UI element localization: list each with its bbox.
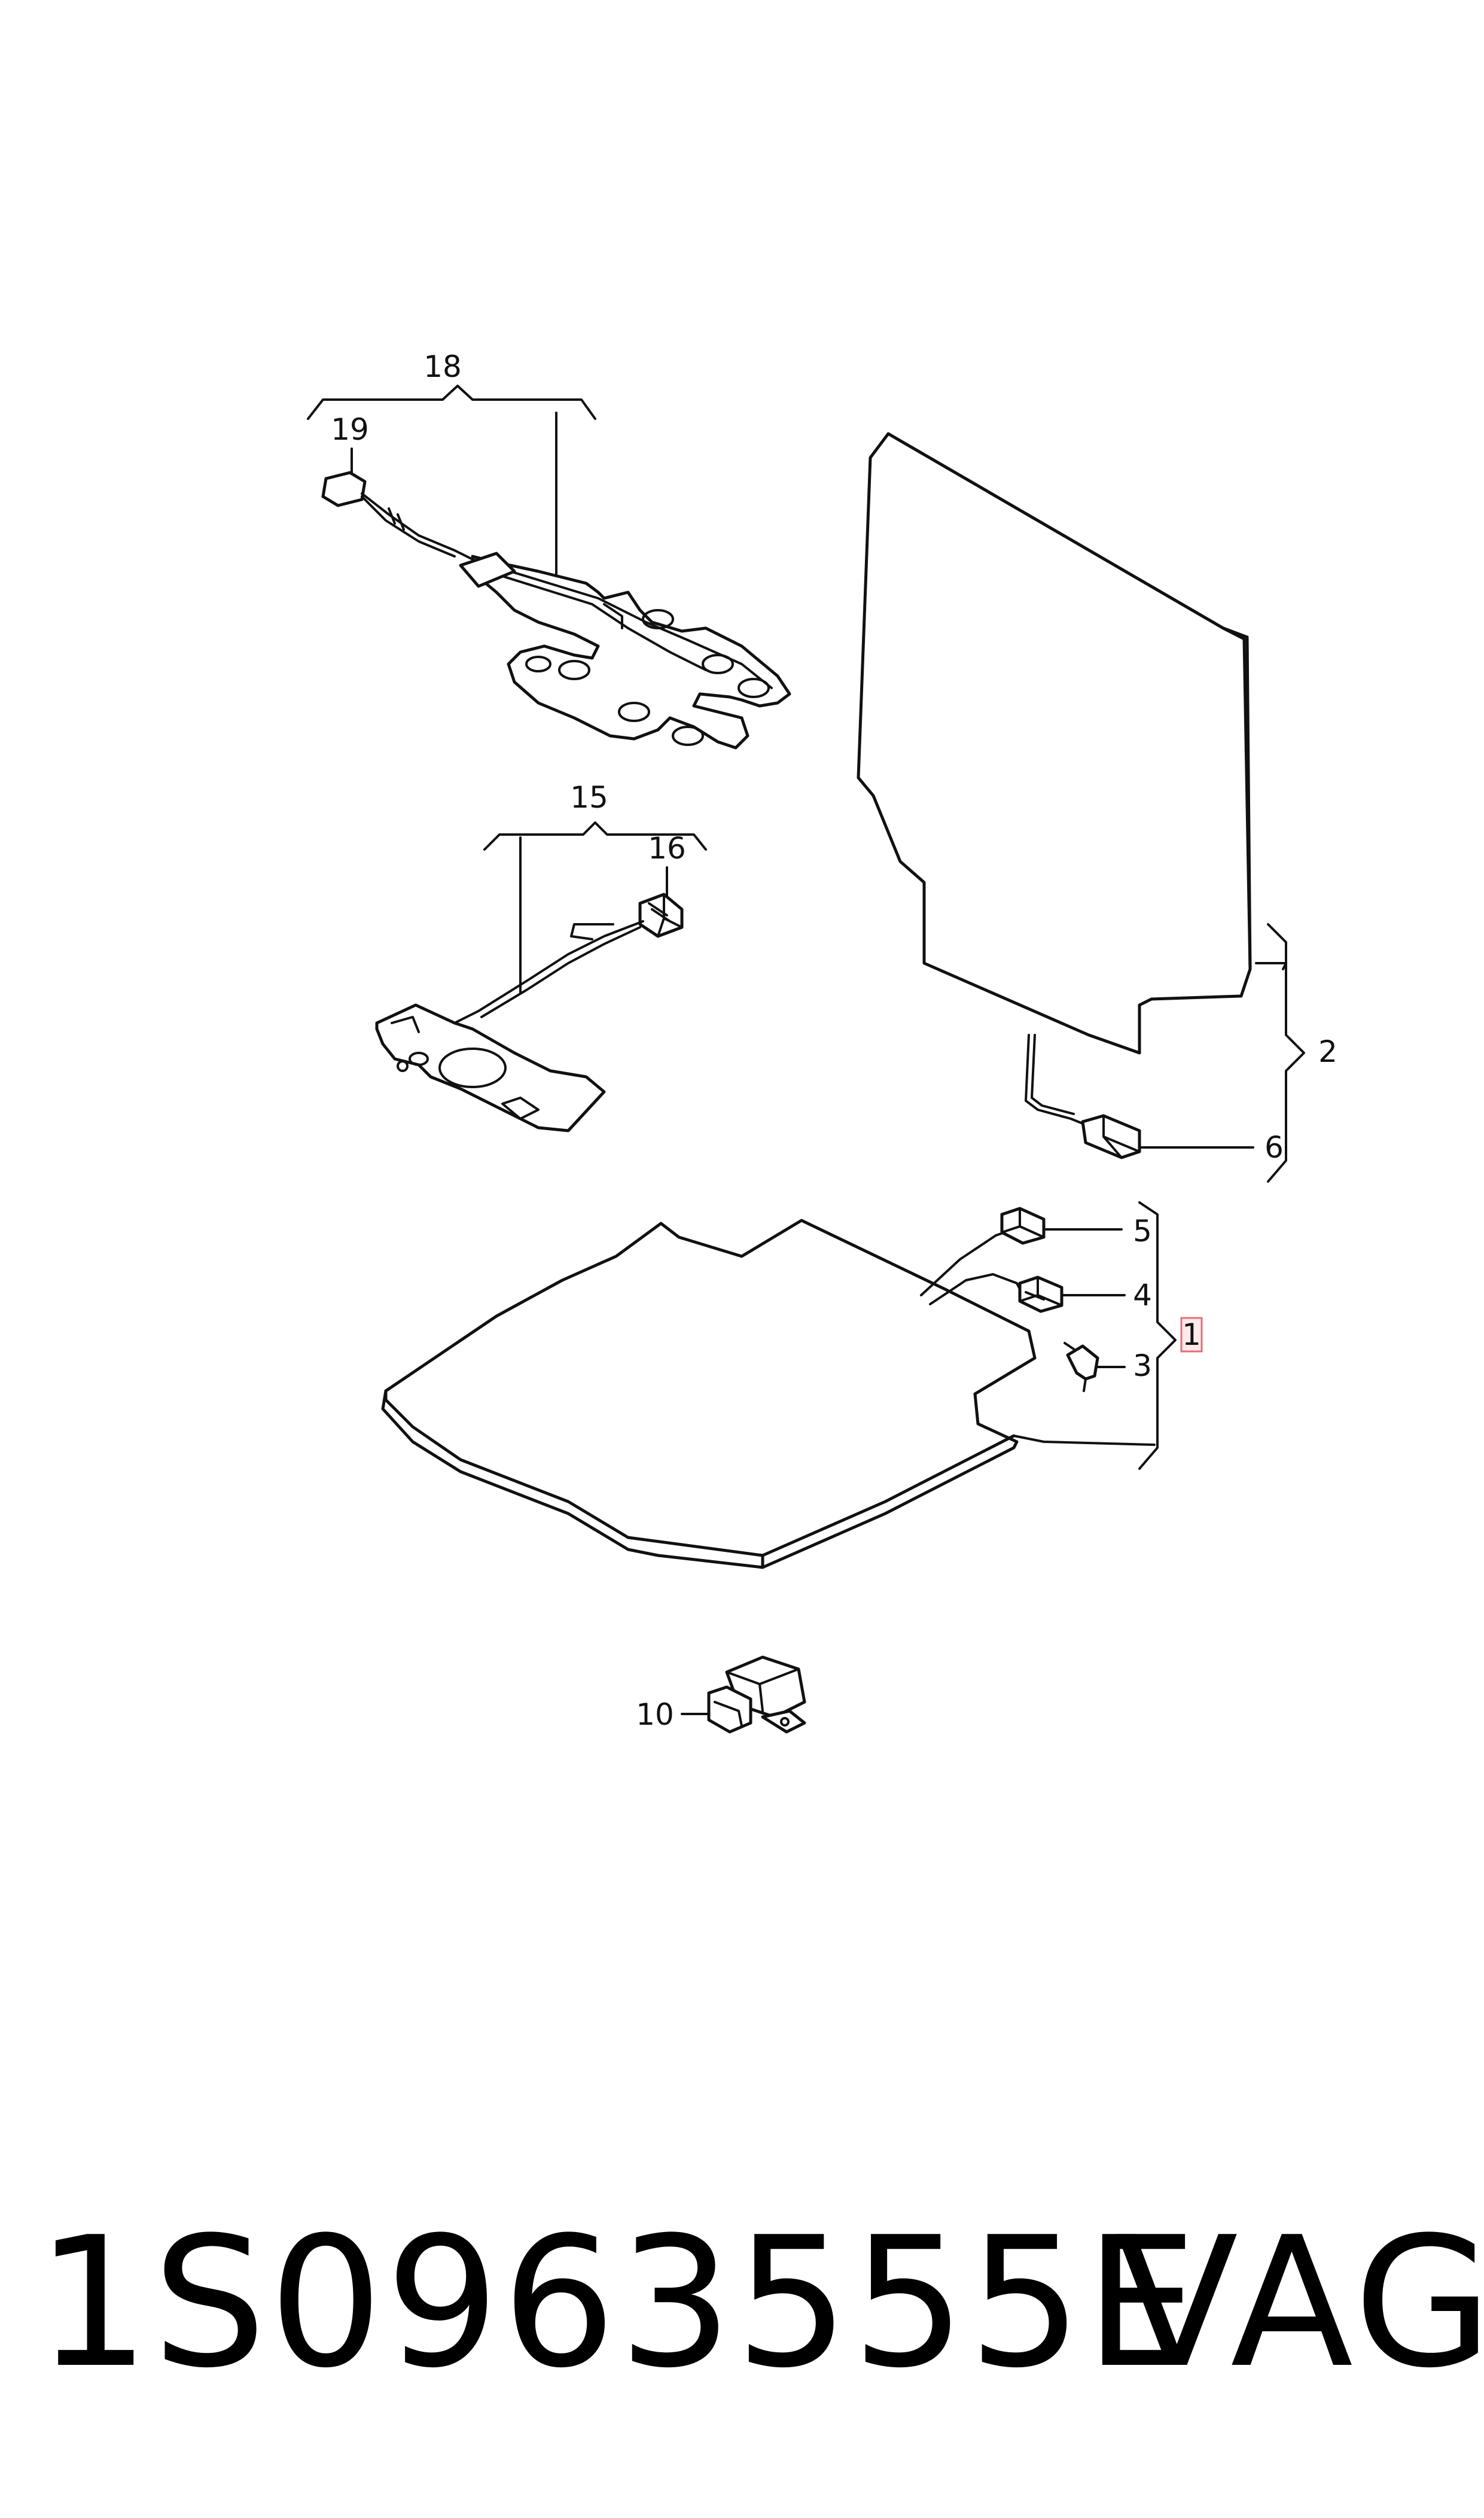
connector-6 <box>1081 1114 1141 1159</box>
clip-3 <box>1064 1342 1099 1392</box>
callout-3: 3 <box>1133 1348 1152 1383</box>
connector-4 <box>1018 1275 1064 1313</box>
callout-1-highlight <box>1180 1317 1203 1353</box>
callout-4: 4 <box>1133 1278 1152 1313</box>
connector-19 <box>321 471 474 561</box>
part-10-control-unit-group: 10 <box>636 1655 806 1734</box>
callout-1: 1 <box>1182 1317 1201 1352</box>
callout-19: 19 <box>331 412 369 447</box>
part-15-sensor-group: 15 16 <box>375 780 707 1132</box>
callout-6: 6 <box>1264 1130 1284 1165</box>
callout-16: 16 <box>648 831 686 866</box>
connector-5 <box>1000 1207 1046 1245</box>
callout-2: 2 <box>1318 1034 1337 1069</box>
connector-16 <box>638 893 684 938</box>
callout-15: 15 <box>570 780 608 815</box>
part-number-label: 1S0963555E <box>36 2199 1200 2407</box>
callout-5: 5 <box>1133 1214 1152 1249</box>
callout-18: 18 <box>423 349 462 384</box>
callout-10: 10 <box>636 1697 674 1732</box>
brand-label: VAG <box>1116 2199 1484 2407</box>
part-2-backrest-group: 2 6 <box>857 432 1337 1183</box>
part-1-seat-pad-group: 5 4 3 1 <box>381 1201 1203 1569</box>
parts-diagram: 18 19 <box>307 349 1337 1734</box>
heating-mat <box>459 552 791 750</box>
sensor-mat <box>375 1003 606 1132</box>
footer: 1S0963555E VAG <box>0 2202 1484 2405</box>
part-18-heating-element-group: 18 19 <box>307 349 791 750</box>
